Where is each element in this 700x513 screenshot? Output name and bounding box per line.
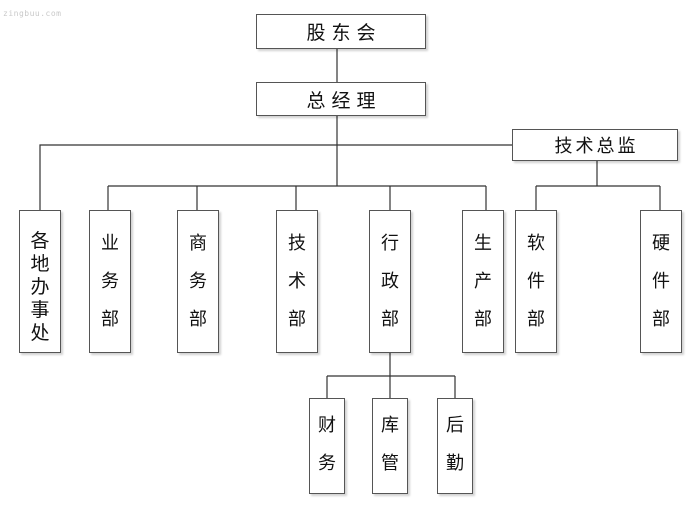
node-production-dept: 生产部 — [462, 210, 504, 353]
node-software-dept: 软件部 — [515, 210, 557, 353]
node-label-char: 管 — [381, 453, 399, 474]
node-label-char: 务 — [189, 271, 207, 292]
node-commerce-dept: 商务部 — [177, 210, 219, 353]
node-regional-offices: 各地办事处 — [19, 210, 61, 353]
node-label-char: 处 — [30, 322, 50, 344]
node-label-char: 各 — [30, 230, 50, 252]
node-technology-dept: 技术部 — [276, 210, 318, 353]
node-label-char: 术 — [288, 271, 306, 292]
node-technical-director: 技术总监 — [512, 129, 678, 161]
node-finance: 财务 — [309, 398, 345, 494]
node-label-char: 技 — [288, 233, 306, 254]
node-label-char: 后 — [446, 415, 464, 436]
node-label-char: 生 — [474, 233, 492, 254]
node-general-manager: 总经理 — [256, 82, 426, 116]
node-label-char: 地 — [30, 253, 50, 275]
node-label-char: 件 — [652, 271, 670, 292]
node-label-char: 政 — [381, 271, 399, 292]
node-label-char: 软 — [527, 233, 545, 254]
node-label-char: 事 — [30, 299, 50, 321]
node-label-char: 财 — [318, 415, 336, 436]
node-label-char: 业 — [101, 233, 119, 254]
node-label-char: 办 — [30, 276, 50, 298]
node-label-char: 商 — [189, 233, 207, 254]
node-shareholders: 股东会 — [256, 14, 426, 49]
node-label-char: 行 — [381, 233, 399, 254]
node-label-char: 部 — [288, 309, 306, 330]
node-label-char: 部 — [189, 309, 207, 330]
node-business-dept: 业务部 — [89, 210, 131, 353]
node-label-char: 件 — [527, 271, 545, 292]
node-label-char: 务 — [318, 453, 336, 474]
watermark: zingbuu.com — [3, 9, 62, 18]
node-label-char: 库 — [381, 415, 399, 436]
node-label-char: 部 — [101, 309, 119, 330]
line-regional-branch — [39, 144, 512, 210]
node-label-char: 务 — [101, 271, 119, 292]
node-label-char: 产 — [474, 271, 492, 292]
node-label-char: 部 — [381, 309, 399, 330]
node-label-char: 硬 — [652, 233, 670, 254]
node-label-char: 部 — [652, 309, 670, 330]
node-administration-dept: 行政部 — [369, 210, 411, 353]
node-warehouse: 库管 — [372, 398, 408, 494]
node-label-char: 部 — [474, 309, 492, 330]
node-label-char: 部 — [527, 309, 545, 330]
node-logistics: 后勤 — [437, 398, 473, 494]
node-label-char: 勤 — [446, 453, 464, 474]
node-hardware-dept: 硬件部 — [640, 210, 682, 353]
